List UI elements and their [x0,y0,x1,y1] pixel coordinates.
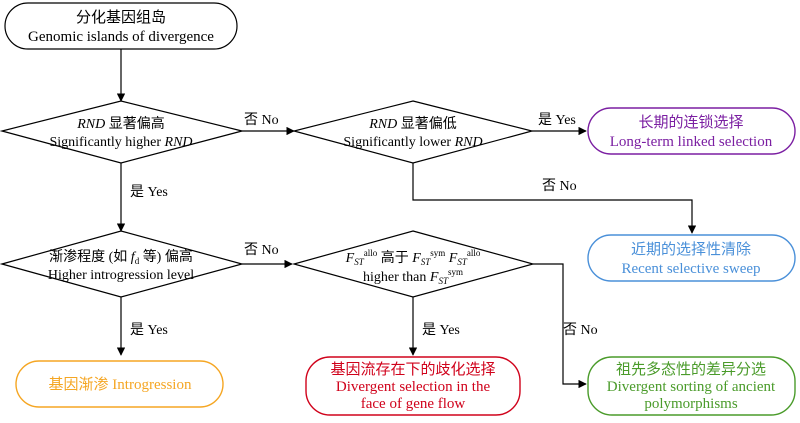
decision-rnd-low: RND 显著偏低 Significantly lower RND [291,100,535,164]
decision-fst-line2: higher than FSTsym [363,267,463,286]
edge-rnd-low-to-recent [412,163,697,234]
node-div-sort: 祖先多态性的差异分选 Divergent sorting of ancient … [587,356,796,416]
decision-fst: FSTallo 高于 FSTsym FSTallo higher than FS… [291,230,536,298]
node-div-sel-zh: 基因流存在下的歧化选择 [330,361,495,378]
edges [116,49,697,389]
edge-label-no-1: 否 No [244,113,279,128]
decision-introg-en: Higher introgression level [48,268,194,283]
node-long-term: 长期的连锁选择 Long-term linked selection [587,107,796,155]
decision-introg-zh: 渐渗程度 (如 fd 等) 偏高 [49,248,193,266]
edge-label-yes-3: 是 Yes [130,323,168,338]
node-long-term-en: Long-term linked selection [610,134,773,150]
node-recent-zh: 近期的选择性清除 [631,241,751,258]
edge-label-yes-2: 是 Yes [130,185,168,200]
node-start-zh: 分化基因组岛 [76,9,166,26]
edge-label-no-2: 否 No [542,179,577,194]
decision-rnd-high-en: Significantly higher RND [49,135,192,150]
decision-fst-line1: FSTallo 高于 FSTsym FSTallo [345,248,481,267]
decision-rnd-high-zh: RND 显著偏高 [76,115,165,132]
decision-rnd-high: RND 显著偏高 Significantly higher RND [0,100,243,164]
node-div-sel-en2: face of gene flow [361,396,466,412]
edge-label-yes-4: 是 Yes [422,323,460,338]
node-long-term-zh: 长期的连锁选择 [638,114,743,131]
node-div-sel: 基因流存在下的歧化选择 Divergent selection in the f… [305,356,521,416]
edge-fst-to-div-sort [533,263,587,389]
edge-label-no-4: 否 No [563,323,598,338]
node-start: 分化基因组岛 Genomic islands of divergence [4,2,238,50]
decision-rnd-low-en: Significantly lower RND [343,135,482,150]
node-div-sort-en1: Divergent sorting of ancient [607,379,776,395]
node-start-en: Genomic islands of divergence [28,29,214,45]
node-introgression: 基因渐渗 Introgression [15,360,224,408]
decision-rnd-low-zh: RND 显著偏低 [368,116,457,132]
node-introgression-text: 基因渐渗 Introgression [49,376,192,393]
node-recent: 近期的选择性清除 Recent selective sweep [587,234,796,282]
node-div-sort-zh: 祖先多态性的差异分选 [616,361,766,378]
decision-introg: 渐渗程度 (如 fd 等) 偏高 Higher introgression le… [0,230,245,298]
node-div-sort-en2: polymorphisms [644,396,738,412]
node-div-sel-en1: Divergent selection in the [336,379,491,395]
node-recent-en: Recent selective sweep [621,261,760,277]
edge-label-no-3: 否 No [244,243,279,258]
edge-label-yes-1: 是 Yes [538,113,576,128]
